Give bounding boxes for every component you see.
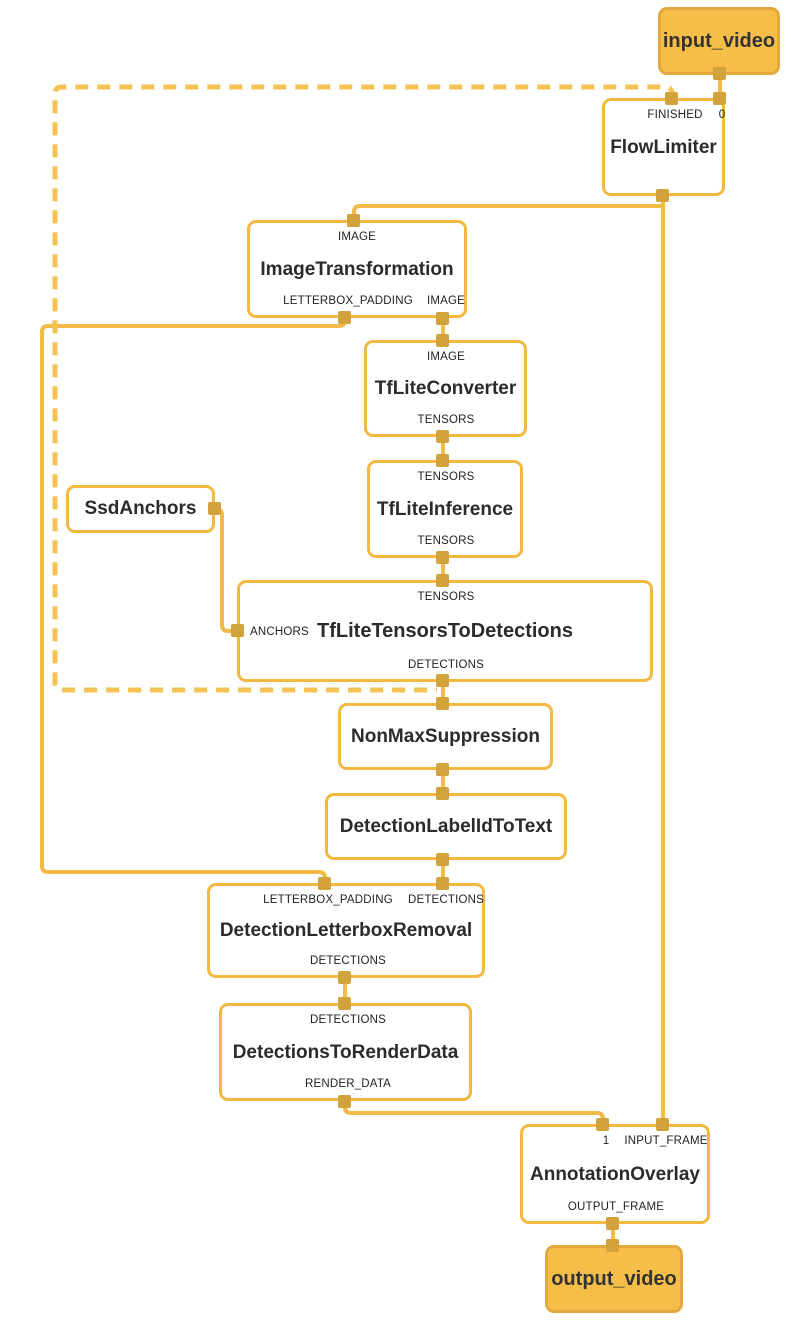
port-input-video-out[interactable] <box>713 67 726 80</box>
edge-finished-backedge <box>52 84 675 693</box>
port-ssd-anchors-out[interactable] <box>208 502 221 515</box>
port-output-video-in[interactable] <box>606 1239 619 1252</box>
port-letterbox-removal-detections-in[interactable] <box>436 877 449 890</box>
port-image-transformation-image-in[interactable] <box>347 214 360 227</box>
edge-flowlimiter-imagetransformation <box>352 204 663 222</box>
port-annotation-overlay-output-frame-out[interactable] <box>606 1217 619 1230</box>
node-title: DetectionLabelIdToText <box>339 815 553 837</box>
port-label-image-in: IMAGE <box>426 351 466 363</box>
port-letterbox-removal-detections-out[interactable] <box>338 971 351 984</box>
node-title: AnnotationOverlay <box>530 1164 700 1185</box>
port-label-detections-out: DETECTIONS <box>407 659 485 671</box>
port-label-input-frame-in: INPUT_FRAME <box>624 1135 708 1147</box>
node-title: FlowLimiter <box>610 137 717 158</box>
port-label-image-out: IMAGE <box>426 295 466 307</box>
port-flow-limiter-0[interactable] <box>713 92 726 105</box>
edge-ssdanchors-anchors <box>215 507 237 633</box>
node-image-transformation[interactable]: IMAGE ImageTransformation LETTERBOX_PADD… <box>247 220 467 318</box>
port-label-tensors-out: TENSORS <box>417 535 475 547</box>
node-non-max-suppression[interactable]: NonMaxSuppression <box>338 703 553 770</box>
port-flow-limiter-finished[interactable] <box>665 92 678 105</box>
port-label-tensors-in: TENSORS <box>417 591 475 603</box>
port-tensors-to-detections-anchors-in[interactable] <box>231 624 244 637</box>
node-output-video[interactable]: output_video <box>545 1245 683 1313</box>
node-title: input_video <box>662 29 776 52</box>
port-annotation-overlay-input-frame-in[interactable] <box>656 1118 669 1131</box>
node-title: ImageTransformation <box>260 259 454 280</box>
port-tflite-converter-image-in[interactable] <box>436 334 449 347</box>
port-tflite-inference-tensors-out[interactable] <box>436 551 449 564</box>
node-tflite-converter[interactable]: IMAGE TfLiteConverter TENSORS <box>364 340 527 437</box>
node-detection-letterbox-removal[interactable]: LETTERBOX_PADDING DETECTIONS DetectionLe… <box>207 883 485 978</box>
port-tflite-converter-tensors-out[interactable] <box>436 430 449 443</box>
node-detections-to-render-data[interactable]: DETECTIONS DetectionsToRenderData RENDER… <box>219 1003 472 1101</box>
port-detection-label-id-to-text-in[interactable] <box>436 787 449 800</box>
port-label-tensors-in: TENSORS <box>417 471 475 483</box>
node-title: TfLiteTensorsToDetections <box>317 620 573 642</box>
port-non-max-suppression-out[interactable] <box>436 763 449 776</box>
port-annotation-overlay-1-in[interactable] <box>596 1118 609 1131</box>
node-tflite-tensors-to-detections[interactable]: TENSORS ANCHORS TfLiteTensorsToDetection… <box>237 580 653 682</box>
port-detections-to-render-data-in[interactable] <box>338 997 351 1010</box>
port-letterbox-removal-letterbox-in[interactable] <box>318 877 331 890</box>
node-title: SsdAnchors <box>84 498 197 519</box>
port-non-max-suppression-in[interactable] <box>436 697 449 710</box>
node-title: output_video <box>551 1267 677 1290</box>
edge-letterboxpadding-route <box>40 318 347 884</box>
node-tflite-inference[interactable]: TENSORS TfLiteInference TENSORS <box>367 460 523 558</box>
node-flow-limiter[interactable]: FINISHED 0 FlowLimiter <box>602 98 725 196</box>
port-label-detections-in: DETECTIONS <box>407 894 485 906</box>
port-label-detections-out: DETECTIONS <box>309 955 387 967</box>
port-image-transformation-letterbox-out[interactable] <box>338 311 351 324</box>
port-label-letterbox-padding-in: LETTERBOX_PADDING <box>263 894 393 906</box>
node-title: DetectionsToRenderData <box>232 1042 459 1063</box>
port-label-anchors-in: ANCHORS <box>250 626 309 638</box>
edge-renderdata-annotationoverlay <box>343 1101 605 1125</box>
node-title: DetectionLetterboxRemoval <box>219 920 473 941</box>
port-detections-to-render-data-out[interactable] <box>338 1095 351 1108</box>
port-detection-label-id-to-text-out[interactable] <box>436 853 449 866</box>
port-tensors-to-detections-detections-out[interactable] <box>436 674 449 687</box>
port-label-image-in: IMAGE <box>337 231 377 243</box>
node-input-video[interactable]: input_video <box>658 7 780 75</box>
node-detection-label-id-to-text[interactable]: DetectionLabelIdToText <box>325 793 567 860</box>
port-label-zero: 0 <box>718 109 726 121</box>
port-tensors-to-detections-tensors-in[interactable] <box>436 574 449 587</box>
node-ssd-anchors[interactable]: SsdAnchors <box>66 485 215 533</box>
port-label-finished: FINISHED <box>647 109 703 121</box>
node-title: TfLiteInference <box>376 499 514 520</box>
port-label-tensors-out: TENSORS <box>417 414 475 426</box>
port-label-letterbox-padding-out: LETTERBOX_PADDING <box>283 295 413 307</box>
port-label-render-data-out: RENDER_DATA <box>304 1078 392 1090</box>
port-label-detections-in: DETECTIONS <box>309 1014 387 1026</box>
node-annotation-overlay[interactable]: 1 INPUT_FRAME AnnotationOverlay OUTPUT_F… <box>520 1124 710 1224</box>
node-title: NonMaxSuppression <box>351 725 540 747</box>
port-label-render-in: 1 <box>602 1135 610 1147</box>
node-title: TfLiteConverter <box>374 378 517 399</box>
port-label-output-frame-out: OUTPUT_FRAME <box>567 1201 665 1213</box>
port-image-transformation-image-out[interactable] <box>436 312 449 325</box>
port-flow-limiter-out[interactable] <box>656 189 669 202</box>
port-tflite-inference-tensors-in[interactable] <box>436 454 449 467</box>
